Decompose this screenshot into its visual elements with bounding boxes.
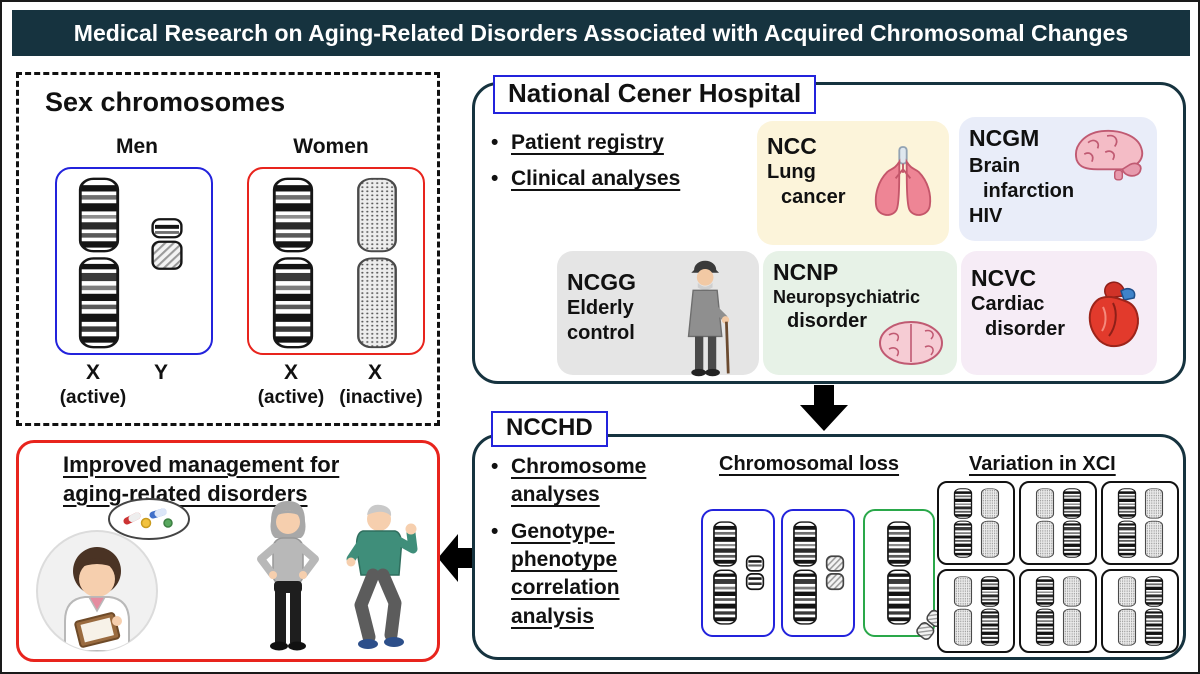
- xci-title: Variation in XCI: [969, 453, 1116, 475]
- ncgg-abbr: NCGG: [567, 269, 636, 295]
- x-inactive-chromosome: [1035, 488, 1055, 558]
- ncvc-desc-line: Cardiac: [971, 293, 1045, 315]
- ncgm-desc-line: infarction: [983, 180, 1075, 202]
- bullet-label: Genotype-phenotype correlation analysis: [511, 519, 620, 628]
- x-inactive-chromosome: [953, 576, 973, 646]
- page-title: Medical Research on Aging-Related Disord…: [73, 19, 1129, 46]
- women-x1-state: (active): [257, 387, 325, 408]
- elderly-man-icon: [687, 260, 730, 377]
- hospital-panel-title: National Cener Hospital: [493, 75, 817, 114]
- ncgm-desc-line: HIV: [969, 205, 1003, 227]
- x-active-chromosome: [1035, 576, 1055, 646]
- bullet-label: Chromosome analyses: [511, 455, 647, 507]
- ncchd-bullet-list: Chromosome analyses Genotype-phenotype c…: [487, 453, 699, 639]
- men-x-name: X: [85, 361, 100, 384]
- ncgm-desc-line: Brain: [969, 155, 1021, 177]
- ncgm-abbr: NCGM: [969, 125, 1040, 151]
- ncgg-desc-line: Elderly: [567, 297, 634, 319]
- chromosome-pair-box-2: [781, 509, 855, 637]
- hospital-bullet-list: Patient registry Clinical analyses: [487, 131, 737, 203]
- women-chromosome-box: [247, 167, 425, 355]
- x-inactive-chromosome: [1062, 576, 1082, 646]
- x-inactive-chromosome: [980, 488, 1000, 558]
- chromosome-pair-box-1: [701, 509, 775, 637]
- x-active-chromosome: [1062, 488, 1082, 558]
- elderly-woman-illustration: [257, 501, 319, 651]
- bullet-item: Genotype-phenotype correlation analysis: [487, 518, 699, 631]
- chromosomal-loss-title: Chromosomal loss: [719, 453, 900, 475]
- ncc-abbr: NCC: [767, 133, 817, 159]
- xci-grid: [937, 481, 1179, 653]
- pills-icon: [123, 508, 173, 529]
- ncgg-desc-line: control: [567, 322, 635, 344]
- men-y-name: Y: [153, 361, 168, 384]
- x-chromosome: [792, 521, 818, 625]
- hospital-panel: National Cener Hospital Patient registry…: [472, 75, 1186, 384]
- ncchd-panel: NCCHD Chromosome analyses Genotype-pheno…: [472, 411, 1186, 660]
- x-chromosome: [886, 521, 912, 625]
- x-inactive-chromosome: [1117, 576, 1137, 646]
- women-x1-name: X: [283, 361, 298, 384]
- xci-pair: [1101, 569, 1179, 653]
- heart-icon: [1088, 281, 1139, 348]
- men-x-state: (active): [59, 387, 127, 408]
- center-card-ncgg: NCGG Elderly control: [557, 251, 759, 377]
- women-x-active-chromosome: [271, 177, 315, 349]
- sex-panel-title: Sex chromosomes: [45, 87, 286, 117]
- outcome-panel: Improved management for aging-related di…: [16, 440, 440, 662]
- ncnp-desc-line: disorder: [787, 309, 868, 332]
- brain-slice-icon: [879, 321, 943, 365]
- xci-pair: [937, 481, 1015, 565]
- lungs-icon: [874, 146, 932, 216]
- ncnp-abbr: NCNP: [773, 259, 839, 285]
- bullet-label: Patient registry: [511, 131, 664, 154]
- women-x2-state: (inactive): [339, 387, 423, 408]
- x-active-chromosome: [1144, 576, 1164, 646]
- center-card-ncgm: NCGM Brain infarction HIV: [959, 117, 1157, 241]
- ncvc-abbr: NCVC: [971, 265, 1037, 291]
- bullet-item: Chromosome analyses: [487, 453, 699, 510]
- small-faded-chromosome: [825, 555, 845, 591]
- xci-pair: [1019, 569, 1097, 653]
- women-x2-name: X: [367, 361, 382, 384]
- men-chromosome-box: [55, 167, 213, 355]
- bullet-label: Clinical analyses: [511, 167, 681, 190]
- men-y-chromosome: [149, 217, 185, 271]
- ncvc-desc-line: disorder: [985, 318, 1066, 340]
- xci-pair: [1101, 481, 1179, 565]
- x-chromosome: [712, 521, 738, 625]
- xci-pair: [937, 569, 1015, 653]
- men-x-chromosome: [77, 177, 121, 349]
- women-label: Women: [293, 135, 369, 158]
- bullet-item: Clinical analyses: [487, 167, 737, 191]
- bullet-item: Patient registry: [487, 131, 737, 155]
- x-active-chromosome: [1117, 488, 1137, 558]
- title-banner: Medical Research on Aging-Related Disord…: [12, 10, 1190, 56]
- women-x-inactive-chromosome: [355, 177, 399, 349]
- ncnp-desc-line: Neuropsychiatric: [773, 287, 921, 307]
- sex-chromosomes-panel: Sex chromosomes Men Women X Y (active) X…: [16, 72, 440, 426]
- ncc-desc-line: Lung: [767, 161, 816, 183]
- x-inactive-chromosome: [1144, 488, 1164, 558]
- ncc-desc-line: cancer: [781, 186, 846, 208]
- brain-icon: [1075, 129, 1144, 181]
- down-arrow-icon: [800, 385, 848, 431]
- elderly-man-illustration: [346, 504, 418, 649]
- center-card-ncc: NCC Lung cancer: [757, 121, 949, 245]
- chromosome-loss-box: [863, 509, 935, 637]
- xci-pair: [1019, 481, 1097, 565]
- outcome-title: Improved management for aging-related di…: [63, 452, 340, 506]
- small-chromosome: [745, 555, 765, 591]
- x-active-chromosome: [980, 576, 1000, 646]
- men-label: Men: [116, 135, 158, 158]
- center-card-ncvc: NCVC Cardiac disorder: [961, 251, 1157, 375]
- doctor-illustration: [36, 498, 190, 652]
- x-active-chromosome: [953, 488, 973, 558]
- ncchd-panel-title: NCCHD: [491, 411, 608, 447]
- left-arrow-icon: [438, 534, 482, 582]
- center-card-ncnp: NCNP Neuropsychiatric disorder: [763, 251, 957, 375]
